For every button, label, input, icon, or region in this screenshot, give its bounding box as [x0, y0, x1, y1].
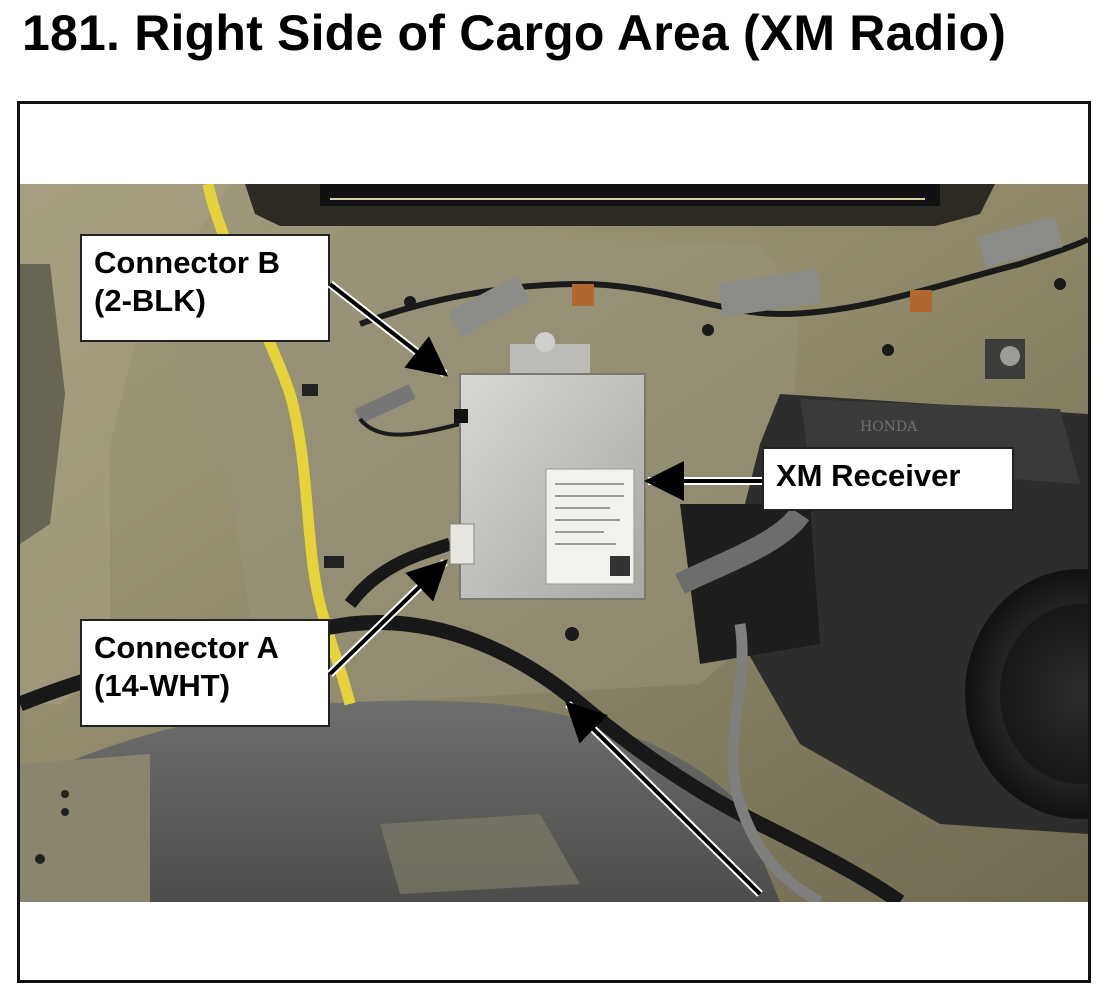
page-title: 181. Right Side of Cargo Area (XM Radio) [22, 5, 1007, 61]
connector-b-spec: (2-BLK) [94, 283, 206, 318]
figure-frame: HONDA [17, 101, 1091, 983]
connector-a-label: Connector A [94, 630, 279, 665]
connector-b-callout: Connector B (2-BLK) [80, 234, 330, 342]
connector-a-callout: Connector A (14-WHT) [80, 619, 330, 727]
brand-text: HONDA [860, 419, 918, 435]
connector-a-spec: (14-WHT) [94, 668, 231, 703]
connector-b-label: Connector B [94, 245, 280, 280]
xm-receiver-label: XM Receiver [776, 458, 961, 493]
xm-receiver-callout: XM Receiver [762, 447, 1014, 511]
